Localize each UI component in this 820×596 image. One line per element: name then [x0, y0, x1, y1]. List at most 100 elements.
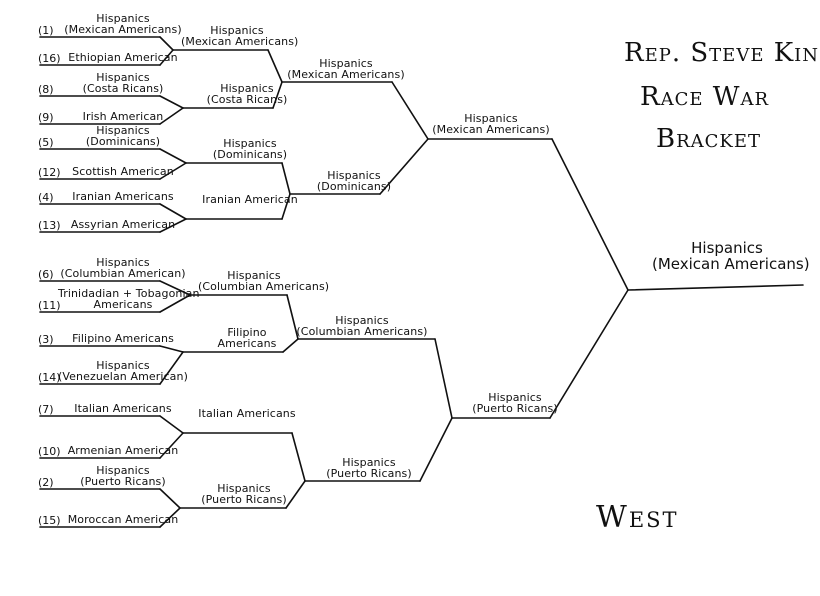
round3-team-3: Hispanics(Columbian Americans) [294, 315, 430, 337]
round1-team-1-line-2: (Mexican Americans) [64, 23, 182, 36]
round1-team-4: Irish American [58, 111, 188, 122]
round1-team-15-line-2: (Puerto Ricans) [80, 475, 166, 488]
round2-team-4-line-1: Iranian American [202, 193, 298, 206]
round2-team-7: Italian Americans [191, 408, 303, 419]
round1-team-9-line-2: (Columbian American) [60, 267, 186, 280]
round1-team-9-line-1: Hispanics [96, 256, 150, 269]
seed-number: (13) [38, 219, 61, 232]
round1-team-5-line-1: Hispanics [96, 124, 150, 137]
seed-number: (10) [38, 445, 61, 458]
round1-team-3-line-2: (Costa Ricans) [82, 82, 164, 95]
round1-connector [159, 432, 184, 459]
round1-connector [159, 49, 174, 66]
round1-team-2-line-1: Ethiopian American [68, 51, 178, 64]
round2-team-8-line-1: Hispanics [217, 482, 271, 495]
round3-team-2: Hispanics(Dominicans) [286, 170, 422, 192]
seed-number: (1) [38, 24, 54, 37]
round1-team-1: Hispanics(Mexican Americans) [58, 13, 188, 35]
round2-team-5-line-1: Hispanics [227, 269, 281, 282]
round2-team-5-line-2: (Columbian Americans) [198, 280, 330, 293]
round3-connector [419, 417, 453, 482]
round3-team-4: Hispanics(Puerto Ricans) [301, 457, 437, 479]
round2-team-8: Hispanics(Puerto Ricans) [188, 483, 300, 505]
round1-connector [159, 36, 174, 51]
seed-number: (3) [38, 333, 54, 346]
round2-connector [281, 162, 291, 195]
champion-line-2: (Mexican Americans) [652, 255, 810, 273]
seed-number: (15) [38, 514, 61, 527]
round1-team-16-line-1: Moroccan American [67, 513, 179, 526]
round4-connector [549, 289, 629, 419]
round4-team-1-line-1: Hispanics [464, 112, 518, 125]
round1-team-15-line-1: Hispanics [96, 464, 150, 477]
round1-connector [159, 415, 184, 434]
round1-team-14: Armenian American [58, 445, 188, 456]
seed-number: (16) [38, 52, 61, 65]
round2-team-2-line-1: Hispanics [220, 82, 274, 95]
round1-team-10-line-1: Trinidadian + Tobagonian [58, 287, 200, 300]
round3-team-1-line-2: (Mexican Americans) [287, 68, 405, 81]
round1-connector [159, 203, 187, 220]
round1-team-1-line-1: Hispanics [96, 12, 150, 25]
round2-team-5: Hispanics(Columbian Americans) [198, 269, 330, 293]
round3-team-4-line-1: Hispanics [342, 456, 396, 469]
title-line-3: Bracket [656, 124, 762, 154]
seed-number: (8) [38, 83, 54, 96]
round2-team-6-line-1: Filipino [227, 326, 267, 339]
round3-connector [379, 138, 429, 195]
round1-team-7: Iranian Americans [58, 191, 188, 202]
round1-connector [159, 107, 184, 125]
round2-team-3-line-1: Hispanics [223, 137, 277, 150]
seed-number: (12) [38, 166, 61, 179]
round1-team-3-line-1: Hispanics [96, 71, 150, 84]
round1-team-11-line-1: Filipino Americans [72, 332, 174, 345]
round1-team-8-line-1: Assyrian American [70, 218, 176, 231]
round3-team-2-line-2: (Dominicans) [316, 180, 392, 193]
seed-number: (11) [38, 299, 61, 312]
round1-team-3: Hispanics(Costa Ricans) [58, 72, 188, 94]
champion-line-1: Hispanics [691, 239, 763, 257]
title-line-1: Rep. Steve King [624, 38, 820, 68]
round1-team-7-line-1: Iranian Americans [72, 190, 174, 203]
round1-team-5: Hispanics(Dominicans) [58, 125, 188, 147]
round1-team-12-line-1: Hispanics [96, 359, 150, 372]
round2-team-3-line-2: (Dominicans) [212, 148, 288, 161]
round1-team-8: Assyrian American [58, 219, 188, 230]
round1-team-2: Ethiopian American [58, 52, 188, 63]
round1-connector [159, 351, 184, 385]
round4-team-1: Hispanics(Mexican Americans) [420, 113, 562, 135]
round2-team-8-line-2: (Puerto Ricans) [201, 493, 287, 506]
seed-number: (14) [38, 371, 61, 384]
seed-number: (6) [38, 268, 54, 281]
round3-connector [391, 81, 429, 140]
seed-number: (2) [38, 476, 54, 489]
round1-team-14-line-1: Armenian American [67, 444, 179, 457]
round2-connector [286, 294, 299, 340]
round2-team-6-line-2: Americans [217, 337, 277, 350]
round2-connector [272, 81, 283, 109]
round1-team-16: Moroccan American [58, 514, 188, 525]
round1-team-6: Scottish American [58, 166, 188, 177]
round2-team-1-line-1: Hispanics [210, 24, 264, 37]
round1-connector [159, 148, 187, 164]
round2-connector [281, 193, 291, 220]
champion-label: Hispanics (Mexican Americans) [652, 239, 810, 273]
round1-connector [159, 95, 184, 109]
round2-team-4: Iranian American [194, 194, 306, 205]
round3-team-1: Hispanics(Mexican Americans) [278, 58, 414, 80]
round2-team-3: Hispanics(Dominicans) [194, 138, 306, 160]
round1-team-12-line-2: (Venezuelan American) [58, 370, 188, 383]
champion-slot-line [627, 284, 804, 291]
round2-team-2: Hispanics(Costa Ricans) [191, 83, 303, 105]
round1-team-13-line-1: Italian Americans [74, 402, 172, 415]
round2-team-1-line-2: (Mexican Americans) [181, 35, 299, 48]
round1-team-4-line-1: Irish American [82, 110, 164, 123]
round4-team-2: Hispanics(Puerto Ricans) [444, 392, 586, 414]
round4-team-2-line-1: Hispanics [488, 391, 542, 404]
round1-team-12: Hispanics(Venezuelan American) [58, 360, 188, 382]
seed-number: (4) [38, 191, 54, 204]
round1-connector [159, 218, 187, 233]
round1-team-15: Hispanics(Puerto Ricans) [58, 465, 188, 487]
round1-team-13: Italian Americans [58, 403, 188, 414]
